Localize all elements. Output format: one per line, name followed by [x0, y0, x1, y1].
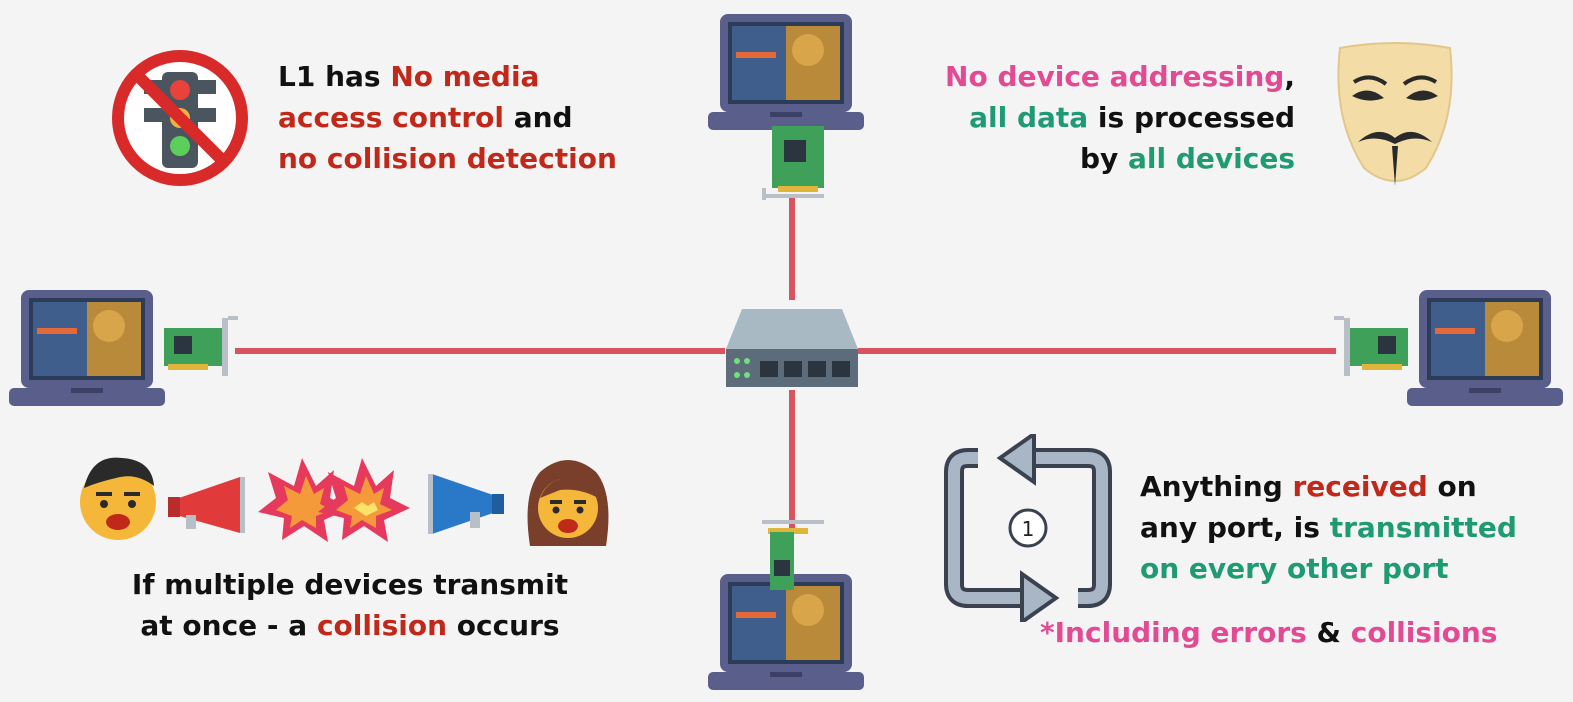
- text: all data: [969, 101, 1089, 134]
- text: and: [503, 101, 573, 134]
- text: occurs: [447, 609, 560, 642]
- text: on every other port: [1140, 552, 1449, 585]
- text: No device addressing: [945, 60, 1285, 93]
- megaphone-blue-icon: [426, 472, 506, 540]
- text: Anything: [1140, 470, 1293, 503]
- text: &: [1306, 616, 1351, 649]
- note-including-errors: *Including errors & collisions: [1040, 612, 1497, 653]
- text: *Including errors: [1040, 616, 1307, 649]
- cable-top: [789, 195, 795, 300]
- text: No media: [390, 60, 540, 93]
- text: no collision detection: [278, 142, 617, 175]
- text: is processed: [1088, 101, 1295, 134]
- text: L1 has: [278, 60, 391, 93]
- laptop-icon-right: [1402, 288, 1568, 410]
- cable-left: [235, 348, 725, 354]
- repeat-badge-number: 1: [1022, 517, 1035, 541]
- note-top-left: L1 has No media access control and no co…: [278, 56, 617, 179]
- laptop-icon-top: [708, 12, 864, 134]
- laptop-icon-bottom: [708, 572, 864, 694]
- no-traffic-light-icon: [110, 48, 250, 188]
- network-card-icon-top: [758, 126, 828, 202]
- network-hub-icon: [722, 305, 862, 390]
- text: transmitted: [1329, 511, 1517, 544]
- text: collisions: [1350, 616, 1498, 649]
- text: collision: [316, 609, 447, 642]
- text: ,: [1284, 60, 1295, 93]
- network-card-icon-right: [1330, 314, 1412, 380]
- text: at once - a: [140, 609, 317, 642]
- note-bottom-left: If multiple devices transmit at once - a…: [40, 564, 660, 646]
- laptop-icon-left: [4, 288, 170, 410]
- text: any port, is: [1140, 511, 1330, 544]
- megaphone-red-icon: [166, 475, 246, 539]
- text: on: [1427, 470, 1477, 503]
- angry-man-icon: [76, 452, 160, 542]
- angry-woman-icon: [520, 454, 616, 548]
- network-card-icon-bottom: [758, 516, 828, 592]
- note-bottom-right: Anything received on any port, is transm…: [1140, 466, 1517, 589]
- text: access control: [278, 101, 504, 134]
- note-top-right: No device addressing, all data is proces…: [945, 56, 1295, 179]
- network-card-icon-left: [160, 314, 242, 380]
- text: all devices: [1128, 142, 1295, 175]
- cable-bottom: [789, 390, 795, 530]
- explosion-icon: [254, 452, 414, 544]
- cable-right: [858, 348, 1336, 354]
- text: by: [1079, 142, 1129, 175]
- repeat-cycle-icon: 1: [938, 434, 1118, 622]
- text: received: [1292, 470, 1428, 503]
- guy-fawkes-mask-icon: [1330, 38, 1460, 194]
- text: If multiple devices transmit: [131, 568, 569, 601]
